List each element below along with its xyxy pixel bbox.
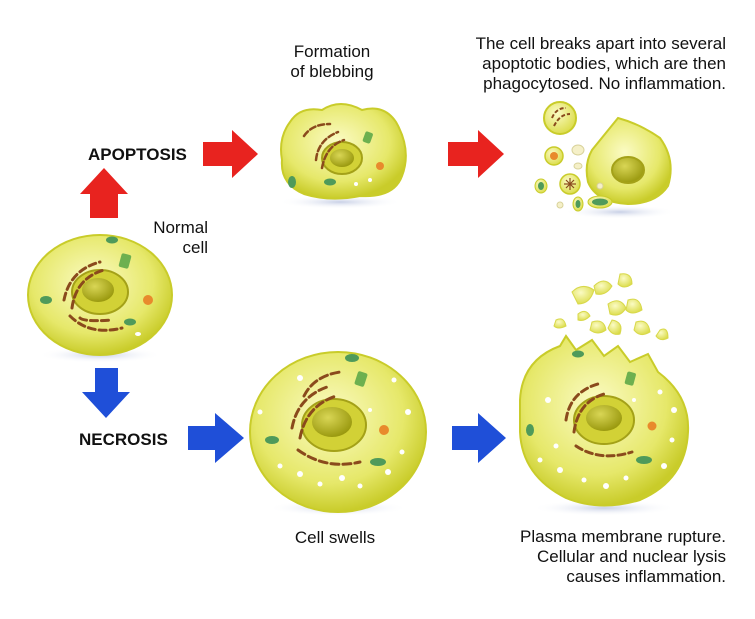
apoptotic-bodies-label: The cell breaks apart into several apopt… (475, 34, 726, 93)
necrosis-down-arrow (82, 368, 130, 418)
necrosis-arrow-2 (452, 413, 506, 463)
ruptured-cell (519, 273, 690, 516)
rupture-label: Plasma membrane rupture. Cellular and nu… (520, 527, 726, 586)
normal-cell-label: Normal cell (153, 218, 208, 257)
blebbing-label: Formation of blebbing (290, 42, 374, 81)
apoptotic-bodies (534, 101, 676, 219)
blebbing-cell (278, 103, 407, 209)
cell-swells-label: Cell swells (294, 528, 376, 547)
apoptosis-label: APOPTOSIS (88, 145, 187, 164)
necrosis-arrow-1 (188, 413, 244, 463)
swollen-cell (249, 351, 427, 516)
apoptosis-up-arrow (80, 168, 128, 218)
normal-cell (27, 234, 173, 363)
apoptosis-arrow-1 (203, 130, 258, 178)
necrosis-label: NECROSIS (79, 430, 168, 449)
apoptosis-arrow-2 (448, 130, 504, 178)
